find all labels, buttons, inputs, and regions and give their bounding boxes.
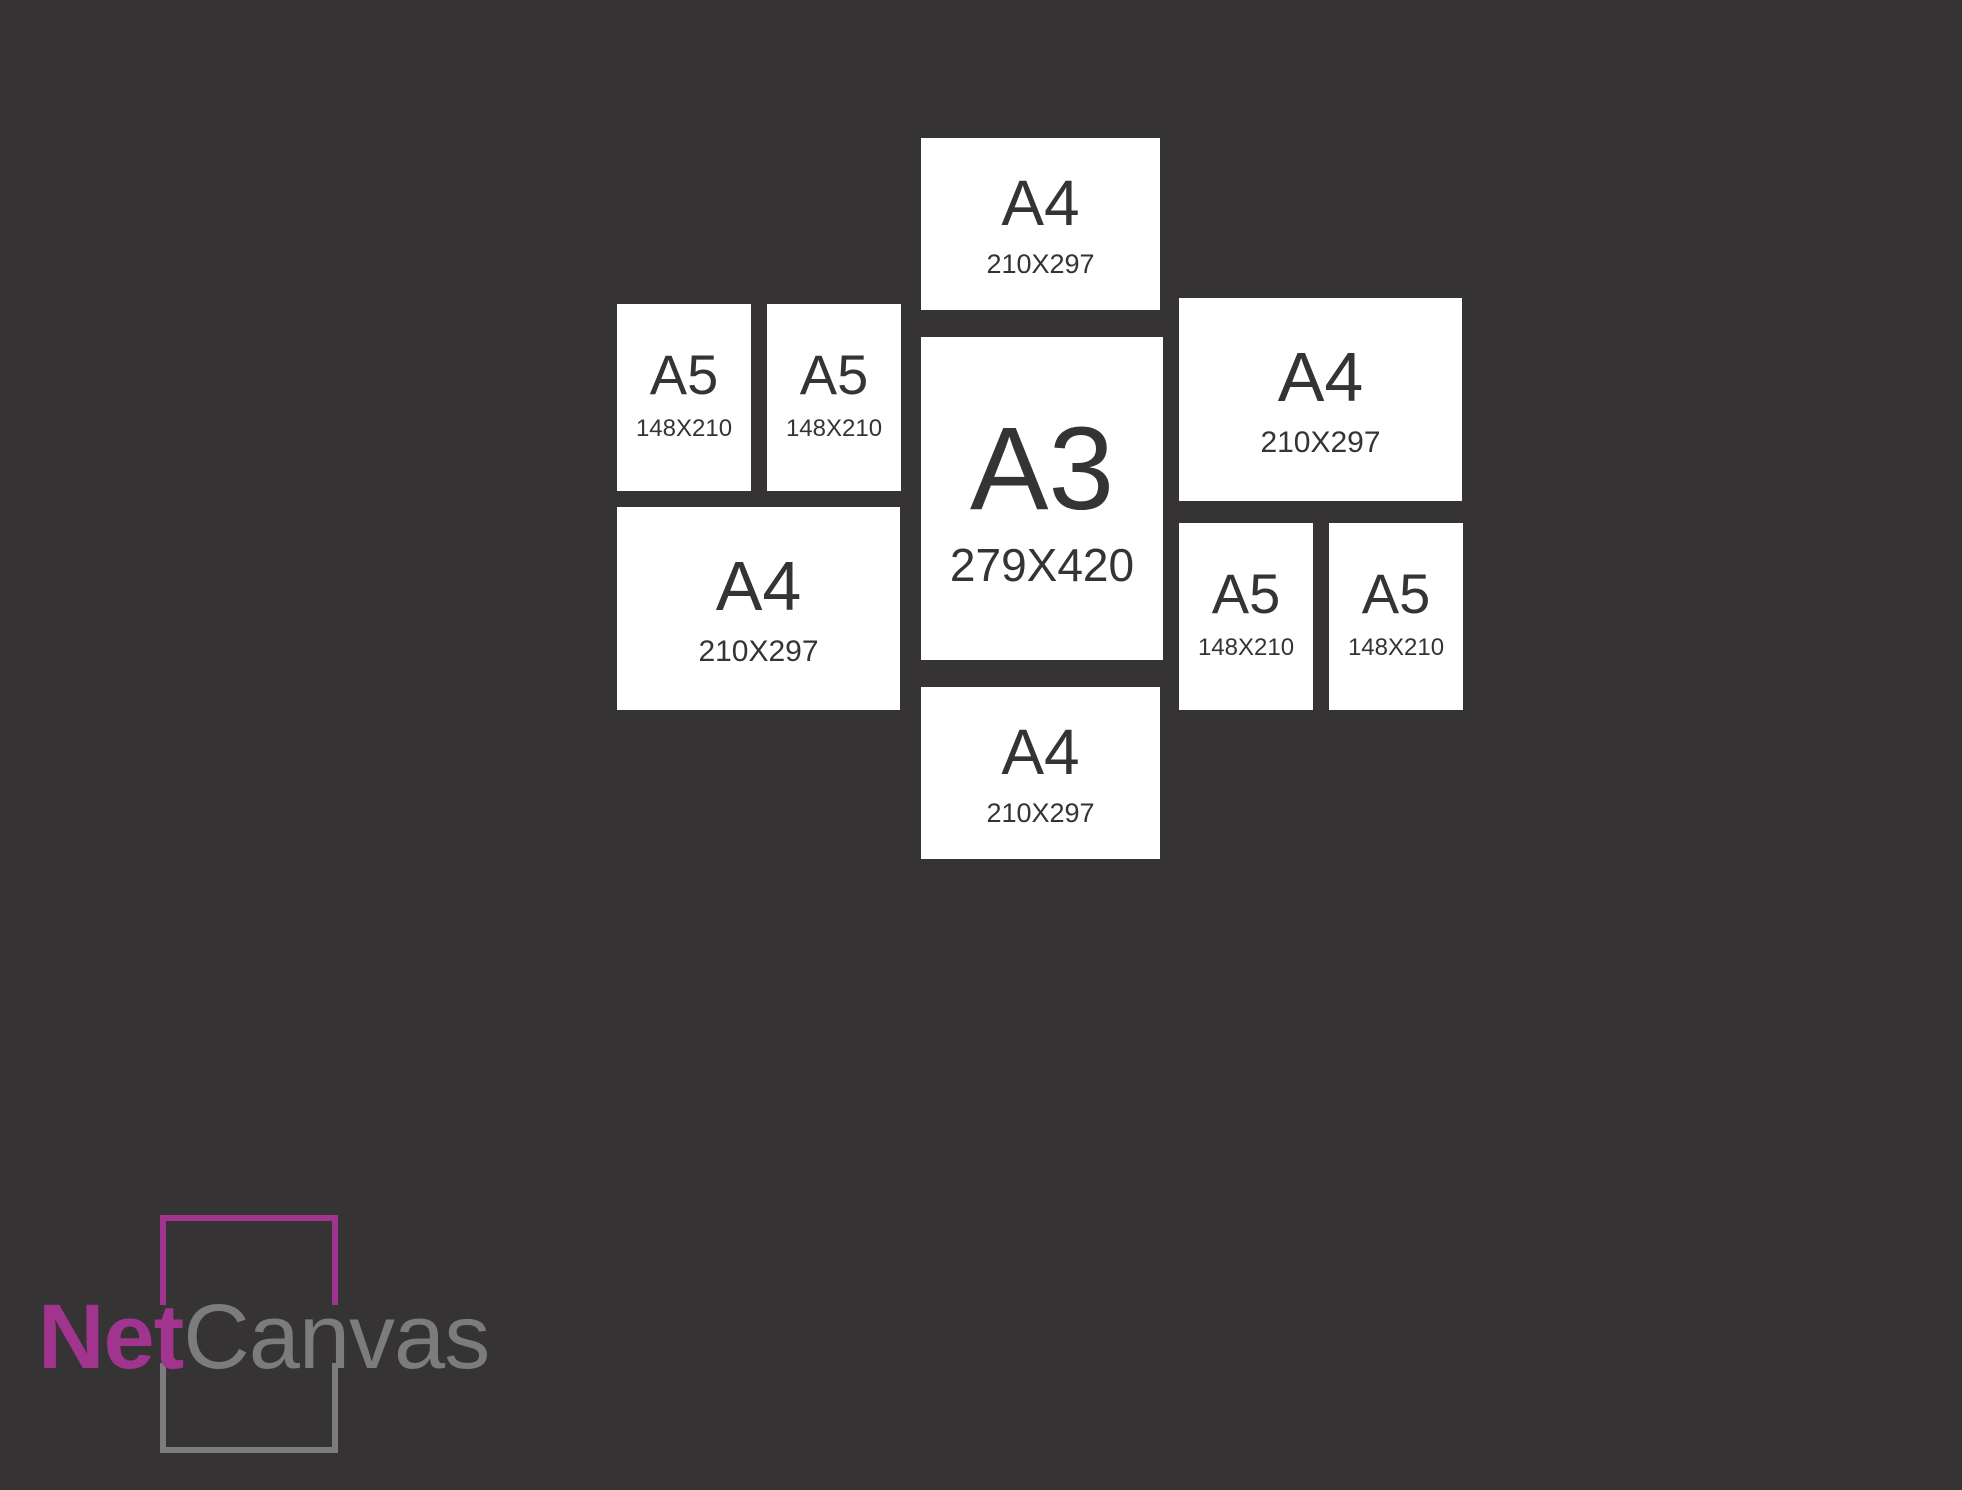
- frame-dimensions-label: 279X420: [949, 538, 1135, 591]
- frame-size-label: A5: [799, 342, 869, 406]
- frame-a5-right-1: A5 148X210: [1179, 523, 1313, 710]
- frame-a4-left: A4 210X297: [617, 507, 900, 710]
- logo-frame-bottom-mark: [160, 1363, 338, 1453]
- frame-a5-right-2: A5 148X210: [1329, 523, 1463, 710]
- frame-dimensions-label: 148X210: [1197, 633, 1295, 661]
- frame-dimensions-label: 148X210: [785, 414, 883, 442]
- frame-a5-left-1: A5 148X210: [617, 304, 751, 491]
- frame-a4-right: A4 210X297: [1179, 298, 1462, 501]
- frame-size-label: A4: [1001, 166, 1080, 239]
- netcanvas-logo: NetCanvas: [38, 1215, 498, 1455]
- frame-dimensions-label: 210X297: [986, 248, 1095, 279]
- frame-dimensions-label: 210X297: [986, 797, 1095, 828]
- frame-size-label: A5: [1211, 561, 1281, 625]
- frame-size-label: A4: [715, 546, 802, 625]
- frame-a4-bottom: A4 210X297: [921, 687, 1160, 859]
- frame-size-label: A3: [969, 402, 1115, 535]
- logo-frame-top-mark: [160, 1215, 338, 1305]
- frame-a3-center: A3 279X420: [921, 337, 1163, 660]
- frame-dimensions-label: 210X297: [1260, 425, 1381, 459]
- frame-a5-left-2: A5 148X210: [767, 304, 901, 491]
- frame-a4-top: A4 210X297: [921, 138, 1160, 310]
- frame-size-label: A4: [1001, 715, 1080, 788]
- logo-wordmark: NetCanvas: [38, 1291, 490, 1383]
- frame-size-label: A5: [649, 342, 719, 406]
- frame-dimensions-label: 148X210: [1347, 633, 1445, 661]
- frame-size-label: A5: [1361, 561, 1431, 625]
- logo-net-text: Net: [38, 1286, 184, 1388]
- logo-canvas-text: Canvas: [183, 1286, 490, 1388]
- frame-dimensions-label: 148X210: [635, 414, 733, 442]
- frame-dimensions-label: 210X297: [698, 634, 819, 668]
- frame-size-label: A4: [1277, 337, 1364, 416]
